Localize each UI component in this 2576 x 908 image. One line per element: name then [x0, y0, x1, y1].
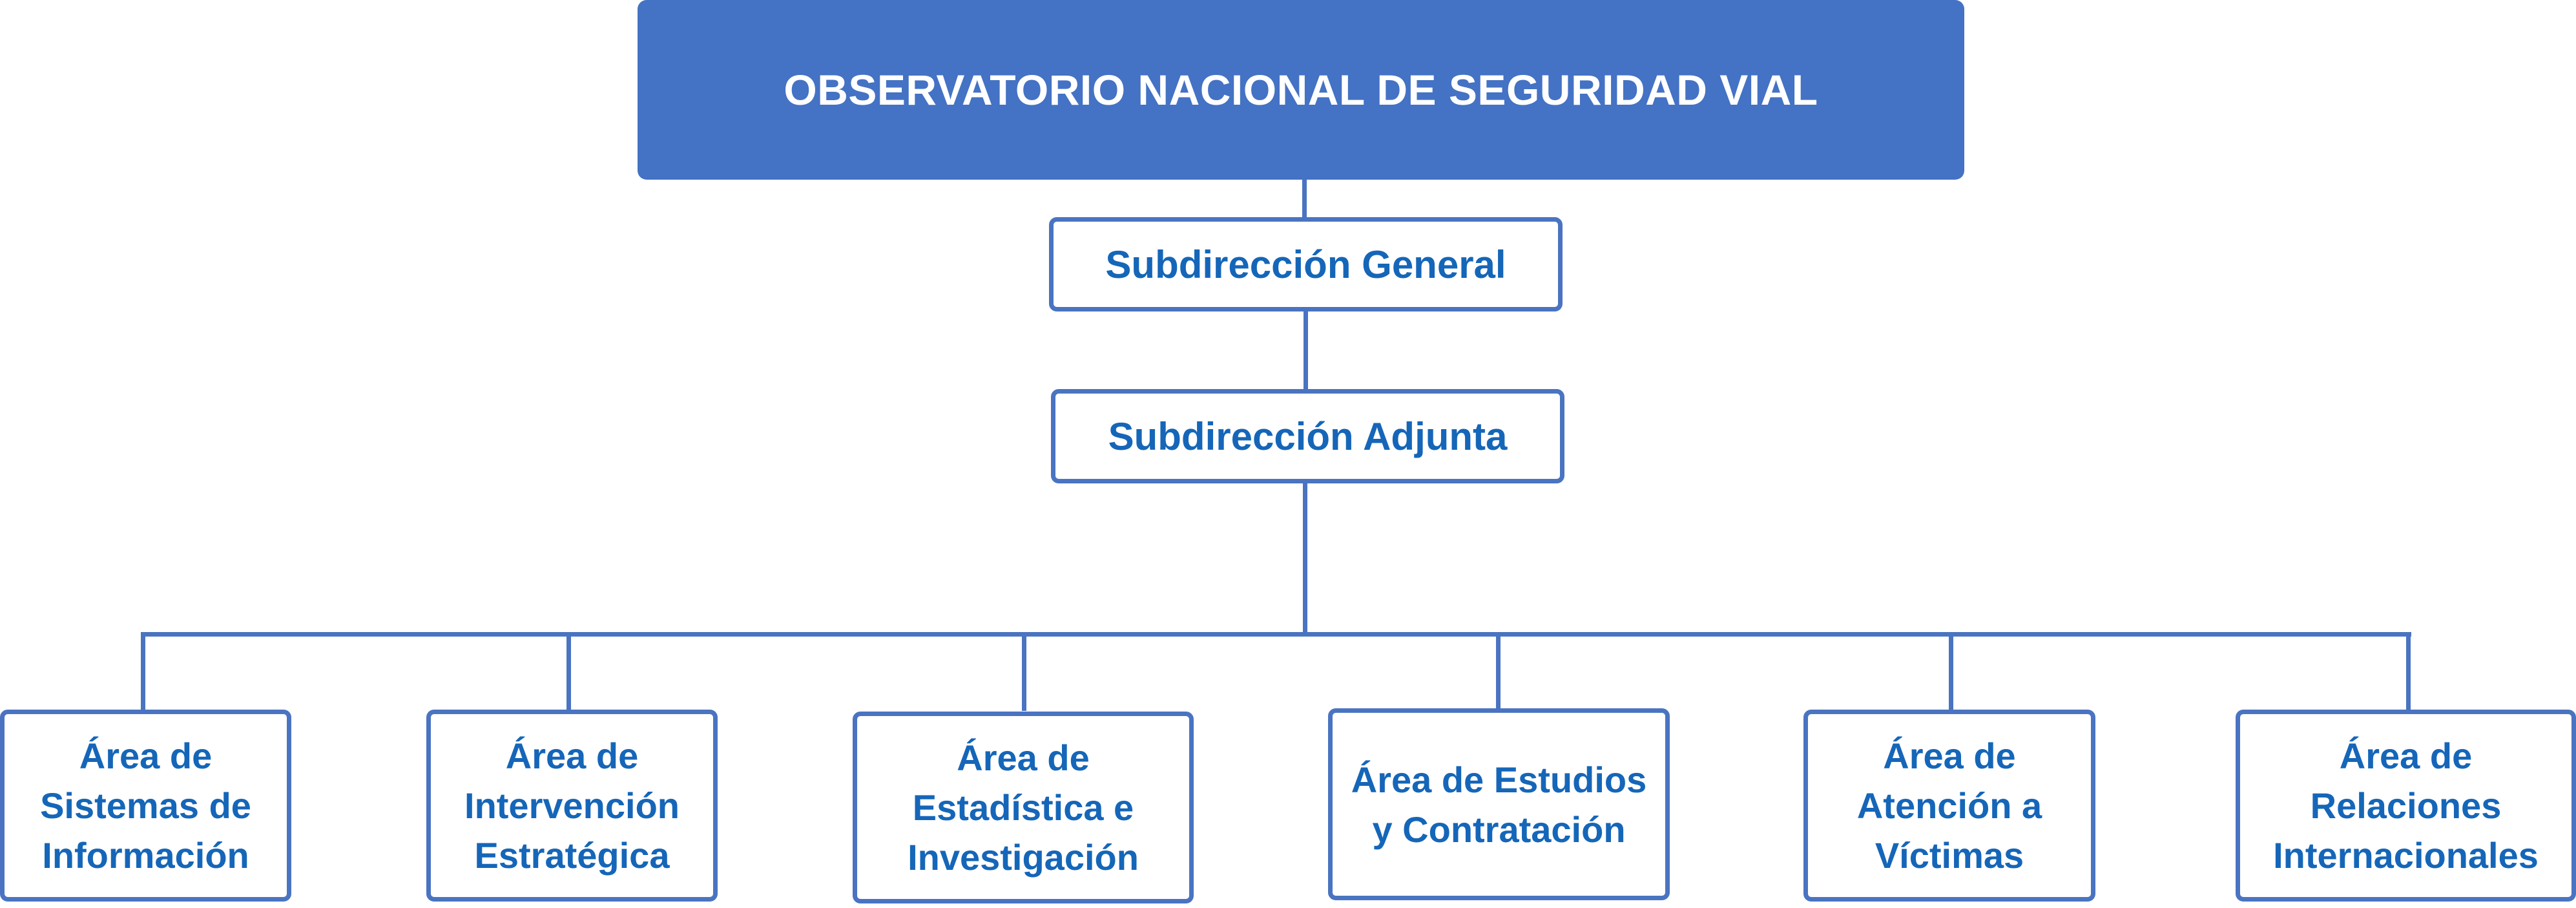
area-1-line-1: Área de [79, 735, 213, 776]
area-3-line-2: Estadística e [912, 787, 1134, 828]
area-6-line-2: Relaciones [2310, 785, 2502, 826]
area-2-line-3: Estratégica [474, 835, 670, 876]
area-1-line-3: Información [42, 835, 249, 876]
node-subdireccion-general-label: Subdirección General [1105, 242, 1506, 286]
area-5-line-3: Víctimas [1875, 835, 2024, 876]
root-node-label: OBSERVATORIO NACIONAL DE SEGURIDAD VIAL [784, 66, 1818, 114]
node-area-estadistica-e-investigacion: Área de Estadística e Investigación [853, 712, 1194, 903]
area-5-line-1: Área de [1883, 735, 2016, 776]
node-area-intervencion-estrategica: Área de Intervención Estratégica [426, 710, 718, 902]
connector-bus-to-area-6 [2406, 636, 2411, 711]
node-subdireccion-adjunta-label: Subdirección Adjunta [1108, 414, 1508, 458]
area-4-line-2: y Contratación [1372, 808, 1626, 850]
area-6-line-3: Internacionales [2273, 835, 2539, 876]
connector-bus-to-area-4 [1496, 636, 1501, 711]
connector-root-to-general [1302, 180, 1307, 218]
connector-bus-to-area-2 [566, 636, 571, 711]
connector-general-to-adjunta [1304, 310, 1308, 390]
node-area-atencion-a-victimas: Área de Atención a Víctimas [1803, 710, 2095, 902]
area-3-line-1: Área de [957, 737, 1090, 778]
node-area-sistemas-de-informacion: Área de Sistemas de Información [0, 710, 291, 902]
node-area-estudios-y-contratacion: Área de Estudios y Contratación [1328, 708, 1670, 900]
root-node-observatorio: OBSERVATORIO NACIONAL DE SEGURIDAD VIAL [638, 0, 1964, 180]
area-2-line-1: Área de [505, 735, 639, 776]
area-4-line-1: Área de Estudios [1351, 759, 1647, 800]
area-3-line-3: Investigación [908, 837, 1139, 878]
connector-bus-to-area-3 [1022, 636, 1026, 711]
node-subdireccion-general: Subdirección General [1049, 217, 1563, 311]
connector-adjunta-to-bus [1303, 481, 1307, 636]
area-1-line-2: Sistemas de [40, 785, 251, 826]
connector-bus-to-area-1 [141, 636, 145, 711]
horizontal-bus-line [141, 632, 2411, 637]
node-area-relaciones-internacionales: Área de Relaciones Internacionales [2236, 710, 2576, 902]
area-6-line-1: Área de [2339, 735, 2473, 776]
node-subdireccion-adjunta: Subdirección Adjunta [1051, 389, 1564, 483]
connector-bus-to-area-5 [1949, 636, 1953, 711]
area-5-line-2: Atención a [1856, 785, 2042, 826]
area-2-line-2: Intervención [464, 785, 680, 826]
